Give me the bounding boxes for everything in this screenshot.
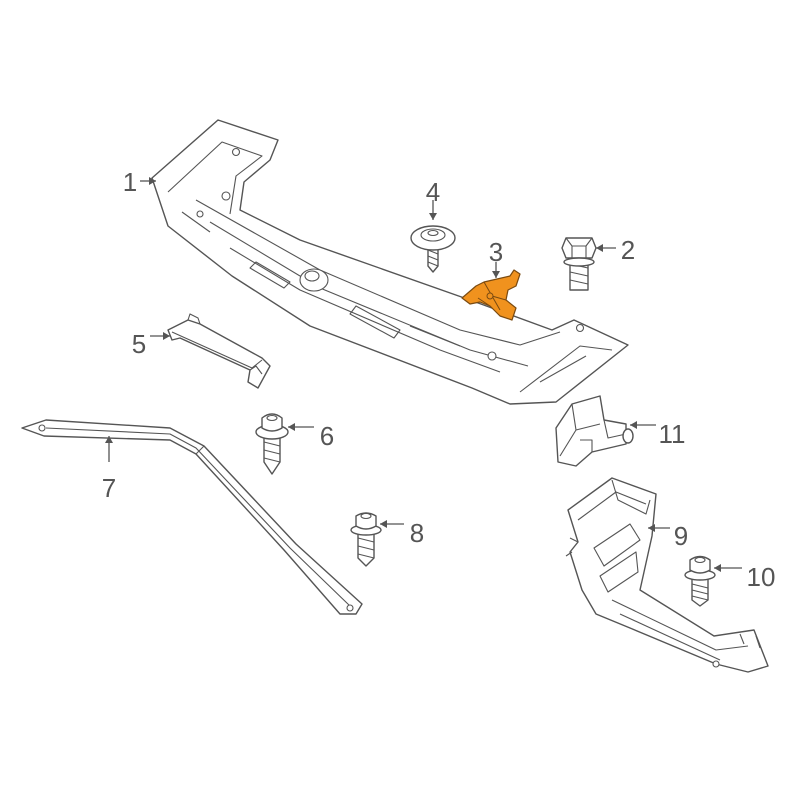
arrowhead-8 <box>380 520 387 528</box>
arrowhead-2 <box>596 244 603 252</box>
part-8-collar-screw[interactable] <box>350 512 382 567</box>
callout-label-1[interactable]: 1 <box>123 167 137 197</box>
part-7-support-strut[interactable] <box>21 419 363 615</box>
arrowhead-11 <box>630 421 637 429</box>
part-10-flange-bolt[interactable] <box>684 555 716 607</box>
arrowhead-7 <box>105 436 113 443</box>
arrowhead-5 <box>163 332 170 340</box>
callout-label-8[interactable]: 8 <box>410 518 424 548</box>
arrowhead-4 <box>429 213 437 220</box>
callout-layer: 1 2 3 4 5 6 7 8 9 10 11 <box>102 167 776 592</box>
callout-label-6[interactable]: 6 <box>320 421 334 451</box>
part-1-crossmember[interactable] <box>151 119 629 405</box>
arrowhead-3 <box>492 271 500 278</box>
part-9-side-support[interactable] <box>565 477 769 673</box>
part-2-hex-bolt[interactable] <box>561 237 597 291</box>
callout-label-9[interactable]: 9 <box>674 521 688 551</box>
part-5-guide-rail[interactable] <box>167 313 271 389</box>
arrowhead-9 <box>648 524 655 532</box>
arrowhead-1 <box>149 177 156 185</box>
callout-label-2[interactable]: 2 <box>621 235 635 265</box>
callout-label-3[interactable]: 3 <box>489 237 503 267</box>
callout-label-4[interactable]: 4 <box>426 177 440 207</box>
arrowhead-10 <box>714 564 721 572</box>
callout-label-7[interactable]: 7 <box>102 473 116 503</box>
callout-label-11[interactable]: 11 <box>659 419 686 449</box>
part-4-washer-screw[interactable] <box>410 225 456 273</box>
part-6-flange-screw[interactable] <box>255 413 289 475</box>
callout-label-5[interactable]: 5 <box>132 329 146 359</box>
part-11-retaining-clip[interactable] <box>555 395 634 467</box>
callout-label-10[interactable]: 10 <box>747 562 776 592</box>
part-3-bracket[interactable] <box>461 269 521 321</box>
arrowhead-6 <box>288 423 295 431</box>
